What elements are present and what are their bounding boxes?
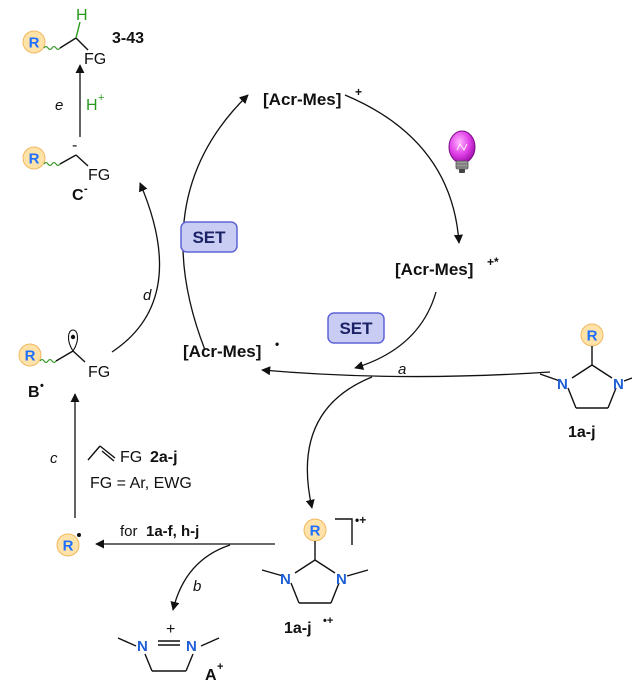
catalyst-reduced-state: [Acr-Mes] •	[183, 337, 279, 361]
step-label-d: d	[143, 287, 152, 304]
substrate-structure: R N N 1a-j	[539, 323, 632, 441]
carbanion-structure: R - FG C -	[22, 137, 110, 204]
catalyst-ground-label: [Acr-Mes]	[263, 90, 341, 109]
catalyst-excited-state: [Acr-Mes] +*	[395, 255, 499, 279]
r-group-label: R	[587, 328, 598, 345]
r-group-circle	[56, 533, 80, 557]
for-prefix: for	[120, 523, 138, 540]
fragmentation-condition: for 1a-f, h-j	[120, 523, 199, 540]
set-label-left: SET	[192, 228, 226, 247]
set-label-right: SET	[339, 319, 373, 338]
radical-b-sup: •	[40, 380, 44, 392]
for-substrates: 1a-f, h-j	[146, 523, 199, 540]
alkene-fg: FG	[120, 449, 142, 466]
radical-cation-sup: •+	[323, 615, 333, 627]
imidazolinium-structure: + N N A +	[117, 621, 223, 680]
cycle-arrow-return	[182, 94, 249, 351]
radical-b-fg: FG	[88, 364, 110, 381]
catalyst-excited-sup: +*	[487, 255, 499, 269]
radical-b-structure: R FG B •	[18, 329, 110, 401]
free-radical: R	[56, 533, 81, 557]
substrate-n-right: N	[613, 376, 624, 393]
fg-definition: FG = Ar, EWG	[90, 475, 192, 492]
step-label-c: c	[50, 450, 58, 467]
arrow-to-radical-cation	[305, 376, 373, 509]
catalyst-excited-label: [Acr-Mes]	[395, 260, 473, 279]
carbanion-sup: -	[84, 183, 88, 195]
radical-b-label: B	[28, 384, 40, 401]
substrate-n-left: N	[557, 376, 568, 393]
radical-cation-structure: R N N •+ 1a-j •+	[261, 513, 369, 637]
arrow-step-b	[170, 544, 231, 611]
product-label: 3-43	[112, 30, 144, 47]
catalyst-reduced-sup: •	[275, 337, 279, 351]
imidazolinium-sup: +	[217, 661, 223, 673]
alkene-label: 2a-j	[150, 449, 178, 466]
r-group-circle	[22, 30, 46, 54]
r-group-label: R	[310, 523, 321, 540]
product-structure: R H FG 3-43	[22, 7, 144, 68]
carbanion-charge: -	[72, 137, 77, 154]
set-box-left: SET	[180, 221, 238, 253]
imidazolinium-plus: +	[166, 621, 175, 638]
r-group-circle	[22, 146, 46, 170]
cycle-arrow-reductive-quench	[354, 291, 437, 370]
product-fg: FG	[84, 51, 106, 68]
alkene-reagent: FG 2a-j FG = Ar, EWG	[87, 445, 192, 492]
radical-cation-charge: •+	[355, 513, 366, 527]
carbanion-label: C	[72, 187, 84, 204]
proton-reagent: H +	[86, 92, 104, 114]
substrate-label: 1a-j	[568, 424, 596, 441]
r-group-label: R	[29, 35, 40, 52]
set-box-right: SET	[327, 312, 385, 344]
light-bulb-icon	[448, 130, 476, 173]
radical-cation-n-right: N	[336, 571, 347, 588]
step-label-e: e	[55, 97, 63, 114]
catalyst-ground-sup: +	[355, 85, 362, 99]
radical-cation-label: 1a-j	[284, 620, 312, 637]
radical-cation-n-left: N	[280, 571, 291, 588]
step-label-a: a	[398, 361, 406, 378]
catalyst-reduced-label: [Acr-Mes]	[183, 342, 261, 361]
arrow-step-a	[261, 366, 551, 378]
step-label-b: b	[193, 578, 201, 595]
carbanion-fg: FG	[88, 167, 110, 184]
r-group-label: R	[63, 538, 74, 555]
product-hydrogen: H	[76, 7, 88, 24]
imidazolinium-n-right: N	[186, 638, 197, 655]
arrow-step-d	[111, 182, 161, 353]
catalyst-ground-state: [Acr-Mes] +	[263, 85, 362, 109]
r-group-label: R	[25, 348, 36, 365]
imidazolinium-n-left: N	[137, 638, 148, 655]
cycle-arrow-excitation	[344, 94, 463, 244]
r-group-circle	[18, 343, 42, 367]
proton-h: H	[86, 97, 98, 114]
r-group-label: R	[29, 151, 40, 168]
imidazolinium-label: A	[205, 667, 217, 680]
proton-sup: +	[98, 92, 104, 104]
